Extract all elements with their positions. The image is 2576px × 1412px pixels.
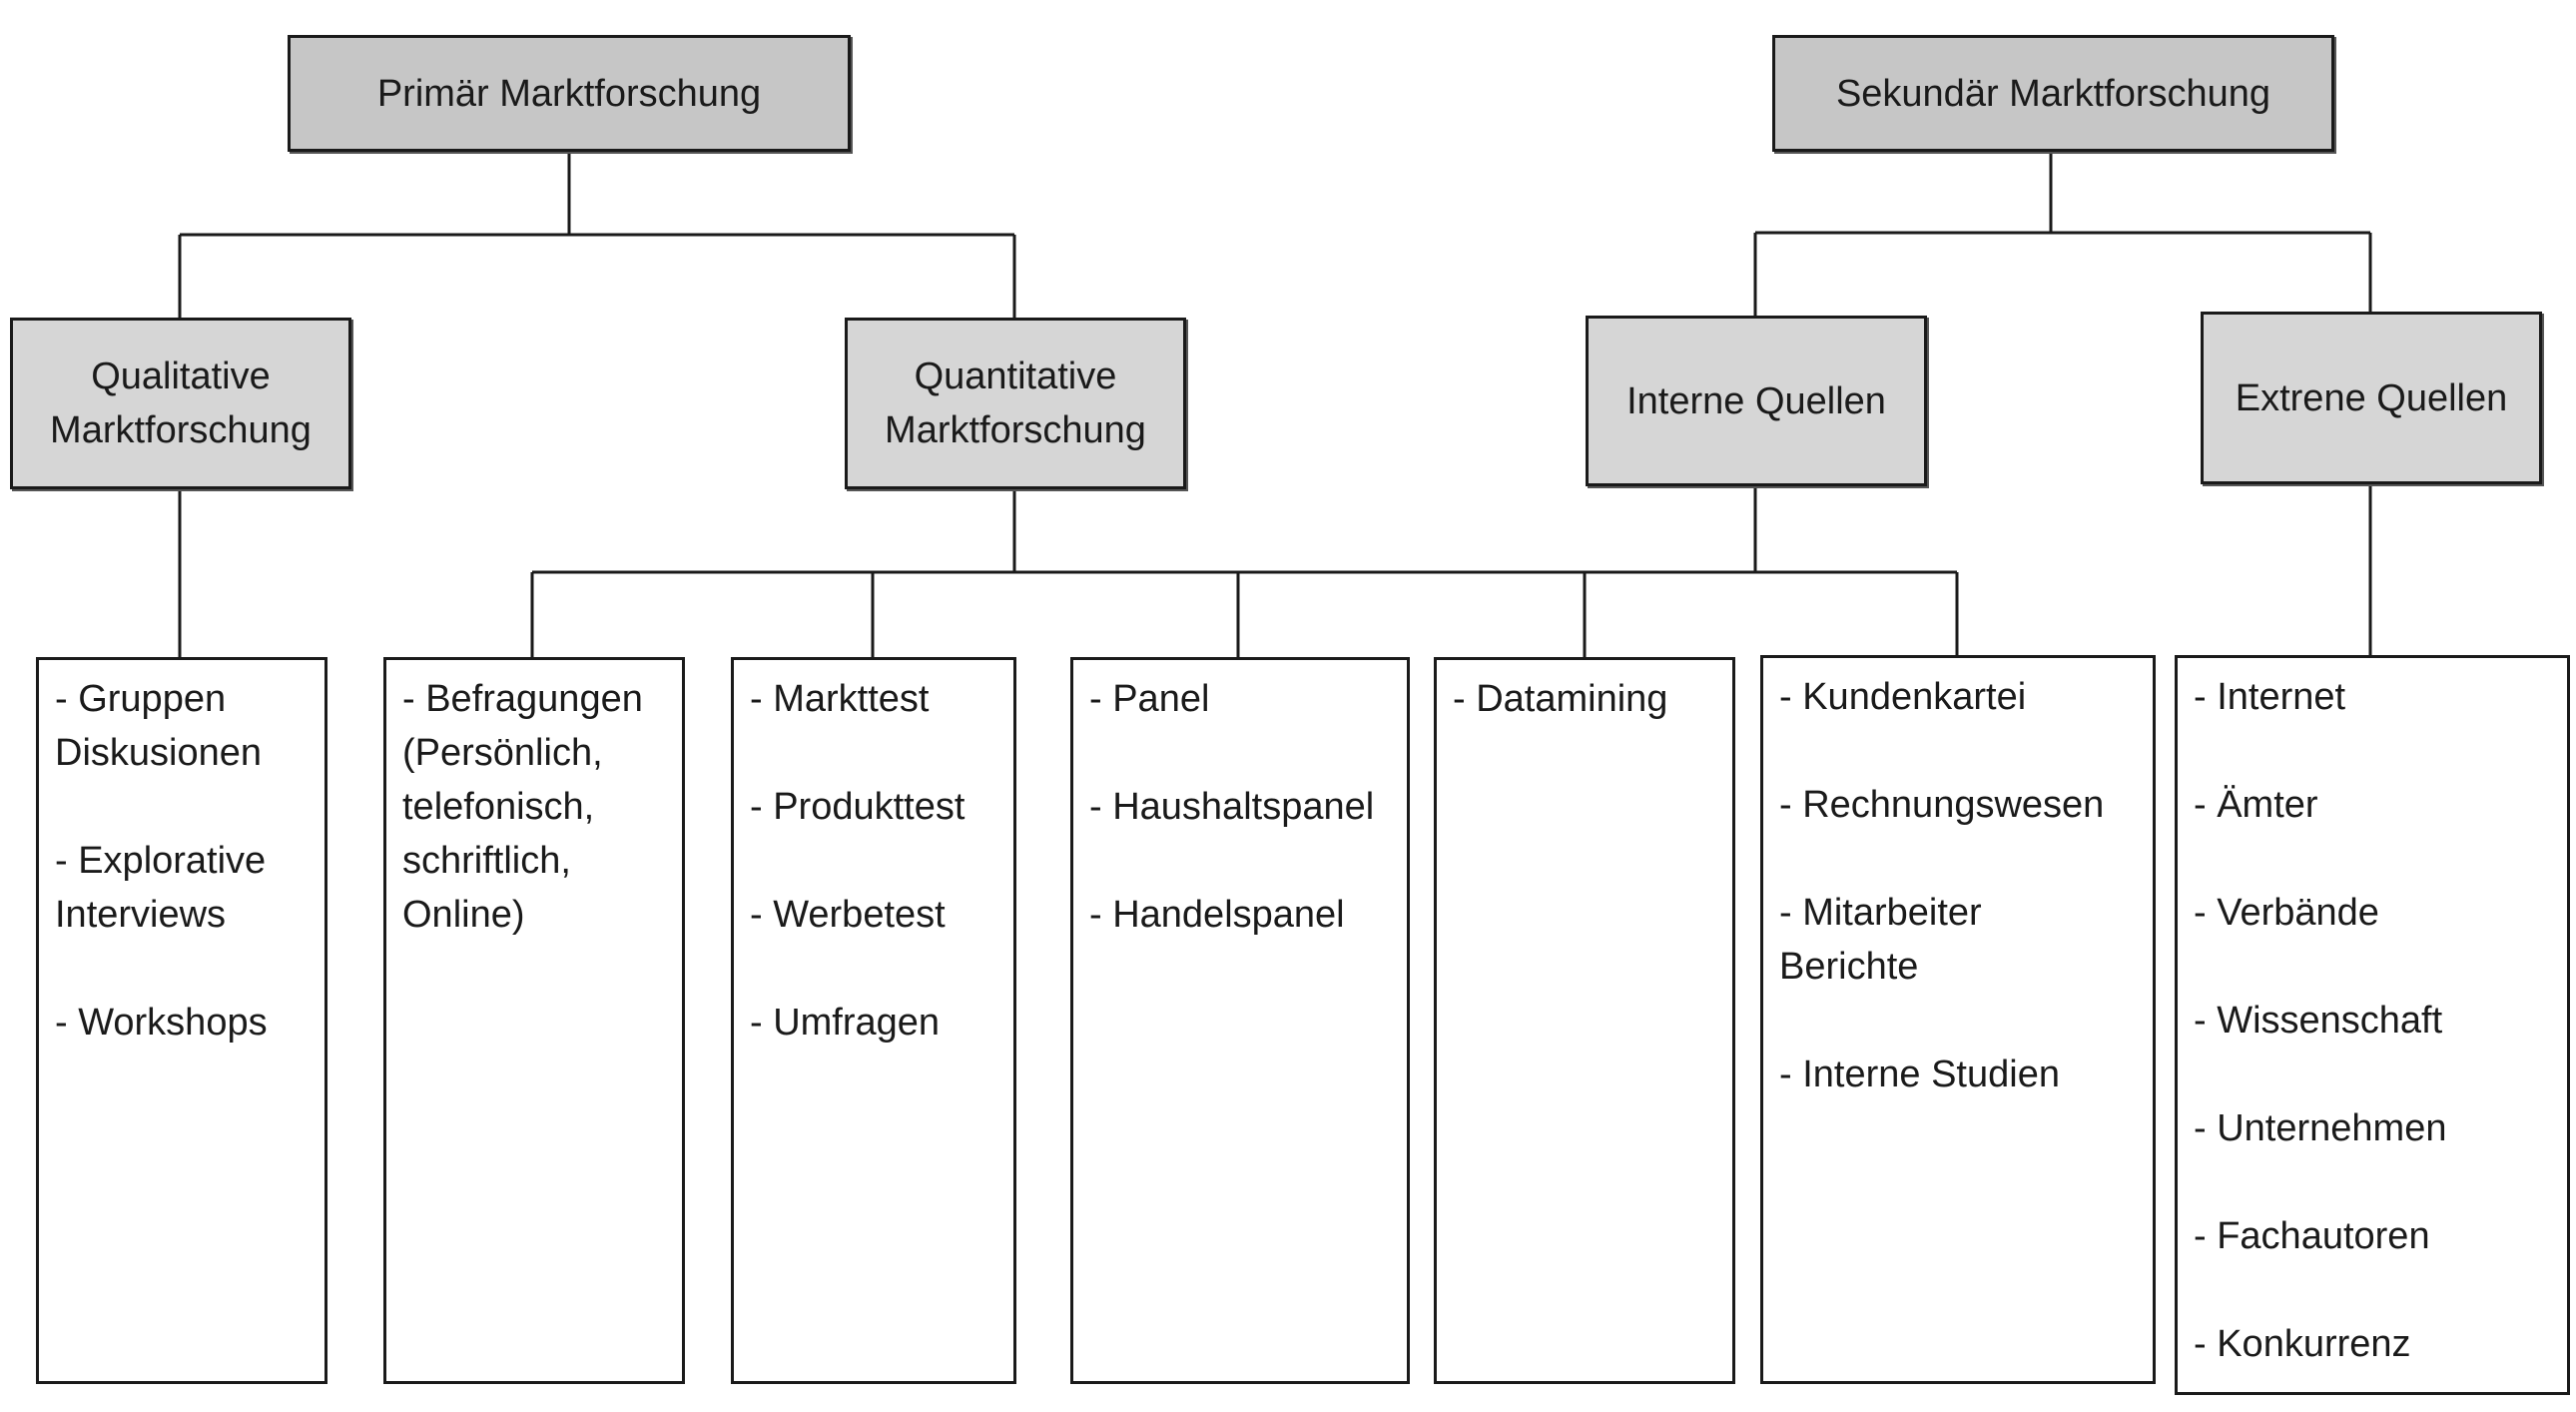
- node-primaer-marktforschung: Primär Marktforschung: [288, 35, 851, 152]
- leaf-datamining: - Datamining: [1434, 657, 1735, 1384]
- list-item: - Gruppen Diskusionen: [55, 678, 262, 774]
- list-item: - Fachautoren: [2194, 1215, 2430, 1257]
- list-item: - Unternehmen: [2194, 1107, 2447, 1149]
- list-item: - Verbände: [2194, 892, 2379, 934]
- list-item: - Workshops: [55, 1002, 268, 1044]
- leaf-externe-quellen: - Internet - Ämter - Verbände - Wissensc…: [2175, 655, 2570, 1395]
- list-item: - Internet: [2194, 676, 2346, 718]
- list-item: - Produkttest: [750, 786, 966, 828]
- node-interne-quellen: Interne Quellen: [1586, 316, 1927, 486]
- list-item: - Ämter: [2194, 784, 2318, 826]
- list-item: - Mitarbeiter Berichte: [1779, 892, 1982, 988]
- list-item: - Markttest: [750, 678, 930, 720]
- node-sekundaer-marktforschung: Sekundär Marktforschung: [1772, 35, 2334, 152]
- list-item: - Explorative Interviews: [55, 840, 267, 936]
- list-item: - Interne Studien: [1779, 1054, 2060, 1095]
- leaf-befragungen: - Befragungen (Persönlich, telefonisch, …: [383, 657, 685, 1384]
- list-item: - Kundenkartei: [1779, 676, 2027, 718]
- list-item: - Rechnungswesen: [1779, 784, 2105, 826]
- list-item: - Haushaltspanel: [1089, 786, 1375, 828]
- list-item: - Umfragen: [750, 1002, 941, 1044]
- leaf-tests: - Markttest - Produkttest - Werbetest - …: [731, 657, 1016, 1384]
- connector-quantitativ-interne: [530, 486, 1959, 657]
- list-item: - Handelspanel: [1089, 894, 1345, 936]
- list-item: - Befragungen (Persönlich, telefonisch, …: [402, 678, 643, 936]
- node-externe-quellen: Extrene Quellen: [2201, 312, 2542, 484]
- connector-primaer: [178, 152, 1016, 318]
- list-item: - Konkurrenz: [2194, 1323, 2411, 1365]
- node-qualitative-marktforschung: Qualitative Marktforschung: [10, 318, 351, 489]
- connector-sekundaer: [1753, 152, 2372, 316]
- list-item: - Wissenschaft: [2194, 1000, 2443, 1042]
- list-item: - Werbetest: [750, 894, 946, 936]
- list-item: - Datamining: [1453, 678, 1668, 720]
- leaf-panel: - Panel - Haushaltspanel - Handelspanel: [1070, 657, 1410, 1384]
- leaf-qualitativ: - Gruppen Diskusionen - Explorative Inte…: [36, 657, 327, 1384]
- leaf-interne-quellen: - Kundenkartei - Rechnungswesen - Mitarb…: [1760, 655, 2156, 1384]
- node-quantitative-marktforschung: Quantitative Marktforschung: [845, 318, 1186, 489]
- list-item: - Panel: [1089, 678, 1210, 720]
